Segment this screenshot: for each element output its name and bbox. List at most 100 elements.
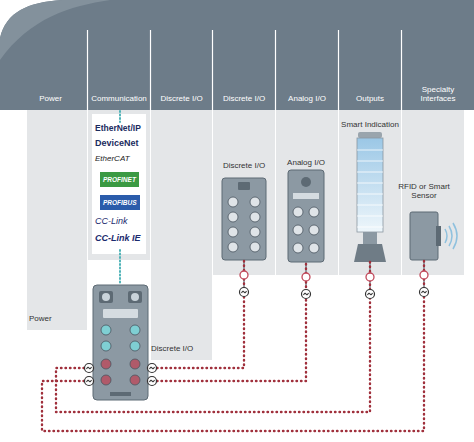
- fieldbus-logo: EtherNet/IP: [95, 124, 141, 133]
- device-label: Discrete I/O: [209, 161, 279, 170]
- plug-symbol-part: [302, 290, 311, 299]
- hub-module-part: [103, 309, 138, 318]
- connector-ring: [366, 273, 374, 281]
- device-module: Smart Indication: [350, 132, 390, 262]
- indicator-tower-part: [363, 232, 377, 244]
- column-header: Discrete I/ODiscrete I/O: [213, 0, 275, 110]
- plug-symbol: [148, 364, 157, 373]
- column-header: Power: [0, 0, 87, 110]
- indicator-tower-part-part: [357, 216, 383, 217]
- discrete-io-module-part: [238, 182, 250, 190]
- discrete-io-module-part-part: [250, 197, 260, 207]
- hub-module: [93, 285, 148, 400]
- connector-ring: [420, 271, 428, 279]
- hub-module-part-part: [101, 359, 111, 369]
- column-header: Communication: [88, 0, 150, 110]
- discrete-io-module-part-part: [250, 212, 260, 222]
- column-header: Analog I/OAnalog I/O: [276, 0, 338, 110]
- fieldbus-link-part: [119, 111, 121, 122]
- io-cable: [148, 262, 306, 381]
- hub-module-part-part: [130, 375, 140, 385]
- indicator-tower-part: [354, 244, 386, 262]
- fieldbus-logo: DeviceNet: [95, 139, 139, 149]
- fieldbus-link-part: [119, 250, 121, 284]
- analog-io-module-part-part: [309, 243, 319, 253]
- header-band-part-part: [87, 30, 88, 110]
- analog-io-module-part: [293, 207, 319, 253]
- indicator-tower-part: [357, 138, 383, 232]
- plug-symbol-part: [148, 377, 157, 386]
- device-module: RFID or Smart Sensor: [410, 212, 438, 260]
- io-cable: [42, 260, 424, 431]
- header-band-part: [88, 30, 402, 110]
- plug-symbol: [148, 377, 157, 386]
- connector-ring-part: [420, 271, 428, 279]
- device-module: Analog I/O: [288, 170, 324, 262]
- plug-symbol-part: [85, 377, 94, 386]
- fieldbus-logo: PROFINET: [100, 172, 139, 187]
- device-module: Discrete I/O: [222, 178, 266, 260]
- column-title: Power: [37, 94, 64, 110]
- indicator-tower-part: [358, 132, 382, 138]
- indicator-tower: [354, 132, 386, 262]
- header-band-part-part: [212, 30, 213, 110]
- hub-module-part: [101, 325, 140, 351]
- hub-module-part: [102, 293, 110, 301]
- device-label: Power: [29, 314, 52, 323]
- discrete-io-module: [222, 178, 266, 260]
- hub-module-part: [128, 291, 142, 303]
- plug-symbol: [302, 290, 311, 299]
- rfid-sensor-part-part: [445, 229, 447, 243]
- rfid-sensor-part: [445, 223, 457, 249]
- indicator-tower-part-part: [357, 183, 383, 184]
- analog-io-module-part: [301, 177, 311, 187]
- device-label: RFID or Smart Sensor: [394, 182, 454, 200]
- column-header: Specialty InterfacesRFID or Smart Sensor: [402, 0, 474, 110]
- plug-symbol-part: [420, 288, 429, 297]
- header-band-part-part: [401, 30, 402, 110]
- hub-module-part-part: [130, 341, 140, 351]
- rfid-sensor-part-part: [449, 226, 452, 246]
- background-panels-part: [213, 108, 275, 275]
- device-label: Analog I/O: [271, 158, 341, 167]
- rfid-sensor-part: [410, 212, 438, 260]
- io-hub-module: PowerDiscrete I/O: [93, 285, 148, 400]
- header-band-part-part: [150, 30, 151, 110]
- hub-module-part-part: [101, 341, 111, 351]
- discrete-io-module-part-part: [228, 197, 238, 207]
- column-header: Discrete I/O: [151, 0, 212, 110]
- header-band-part-part: [338, 30, 339, 110]
- plug-symbol-part: [85, 364, 94, 373]
- discrete-io-module-part-part: [228, 242, 238, 252]
- hub-module-part: [131, 293, 139, 301]
- analog-io-module: [288, 170, 324, 262]
- indicator-tower-part-part: [357, 150, 383, 151]
- background-panels-part: [92, 114, 146, 254]
- hub-module-part-part: [130, 325, 140, 335]
- plug-symbol-part: [366, 290, 375, 299]
- background-panels-part: [276, 108, 338, 275]
- io-cable: [148, 260, 244, 368]
- column-title: Discrete I/O: [221, 94, 267, 110]
- plug-symbol-part: [422, 291, 427, 293]
- background-panels-part: [88, 108, 150, 260]
- indicator-tower-part-part: [357, 205, 383, 206]
- plug-symbol-part: [150, 367, 155, 369]
- discrete-io-module-part: [228, 197, 260, 252]
- indicator-tower-part-part: [357, 161, 383, 162]
- plug-symbol-part: [242, 291, 247, 293]
- discrete-io-module-part-part: [228, 212, 238, 222]
- io-cable: [56, 262, 370, 412]
- connector-ring: [302, 273, 310, 281]
- plug-symbol: [85, 377, 94, 386]
- plug-symbols-part: [85, 271, 429, 386]
- plug-symbol-part: [87, 367, 92, 369]
- column-title: Communication: [89, 94, 149, 110]
- hub-module-part-part: [130, 359, 140, 369]
- connector-ring-part: [240, 271, 248, 279]
- background-panels-part: [339, 108, 401, 275]
- device-label: Discrete I/O: [151, 344, 193, 353]
